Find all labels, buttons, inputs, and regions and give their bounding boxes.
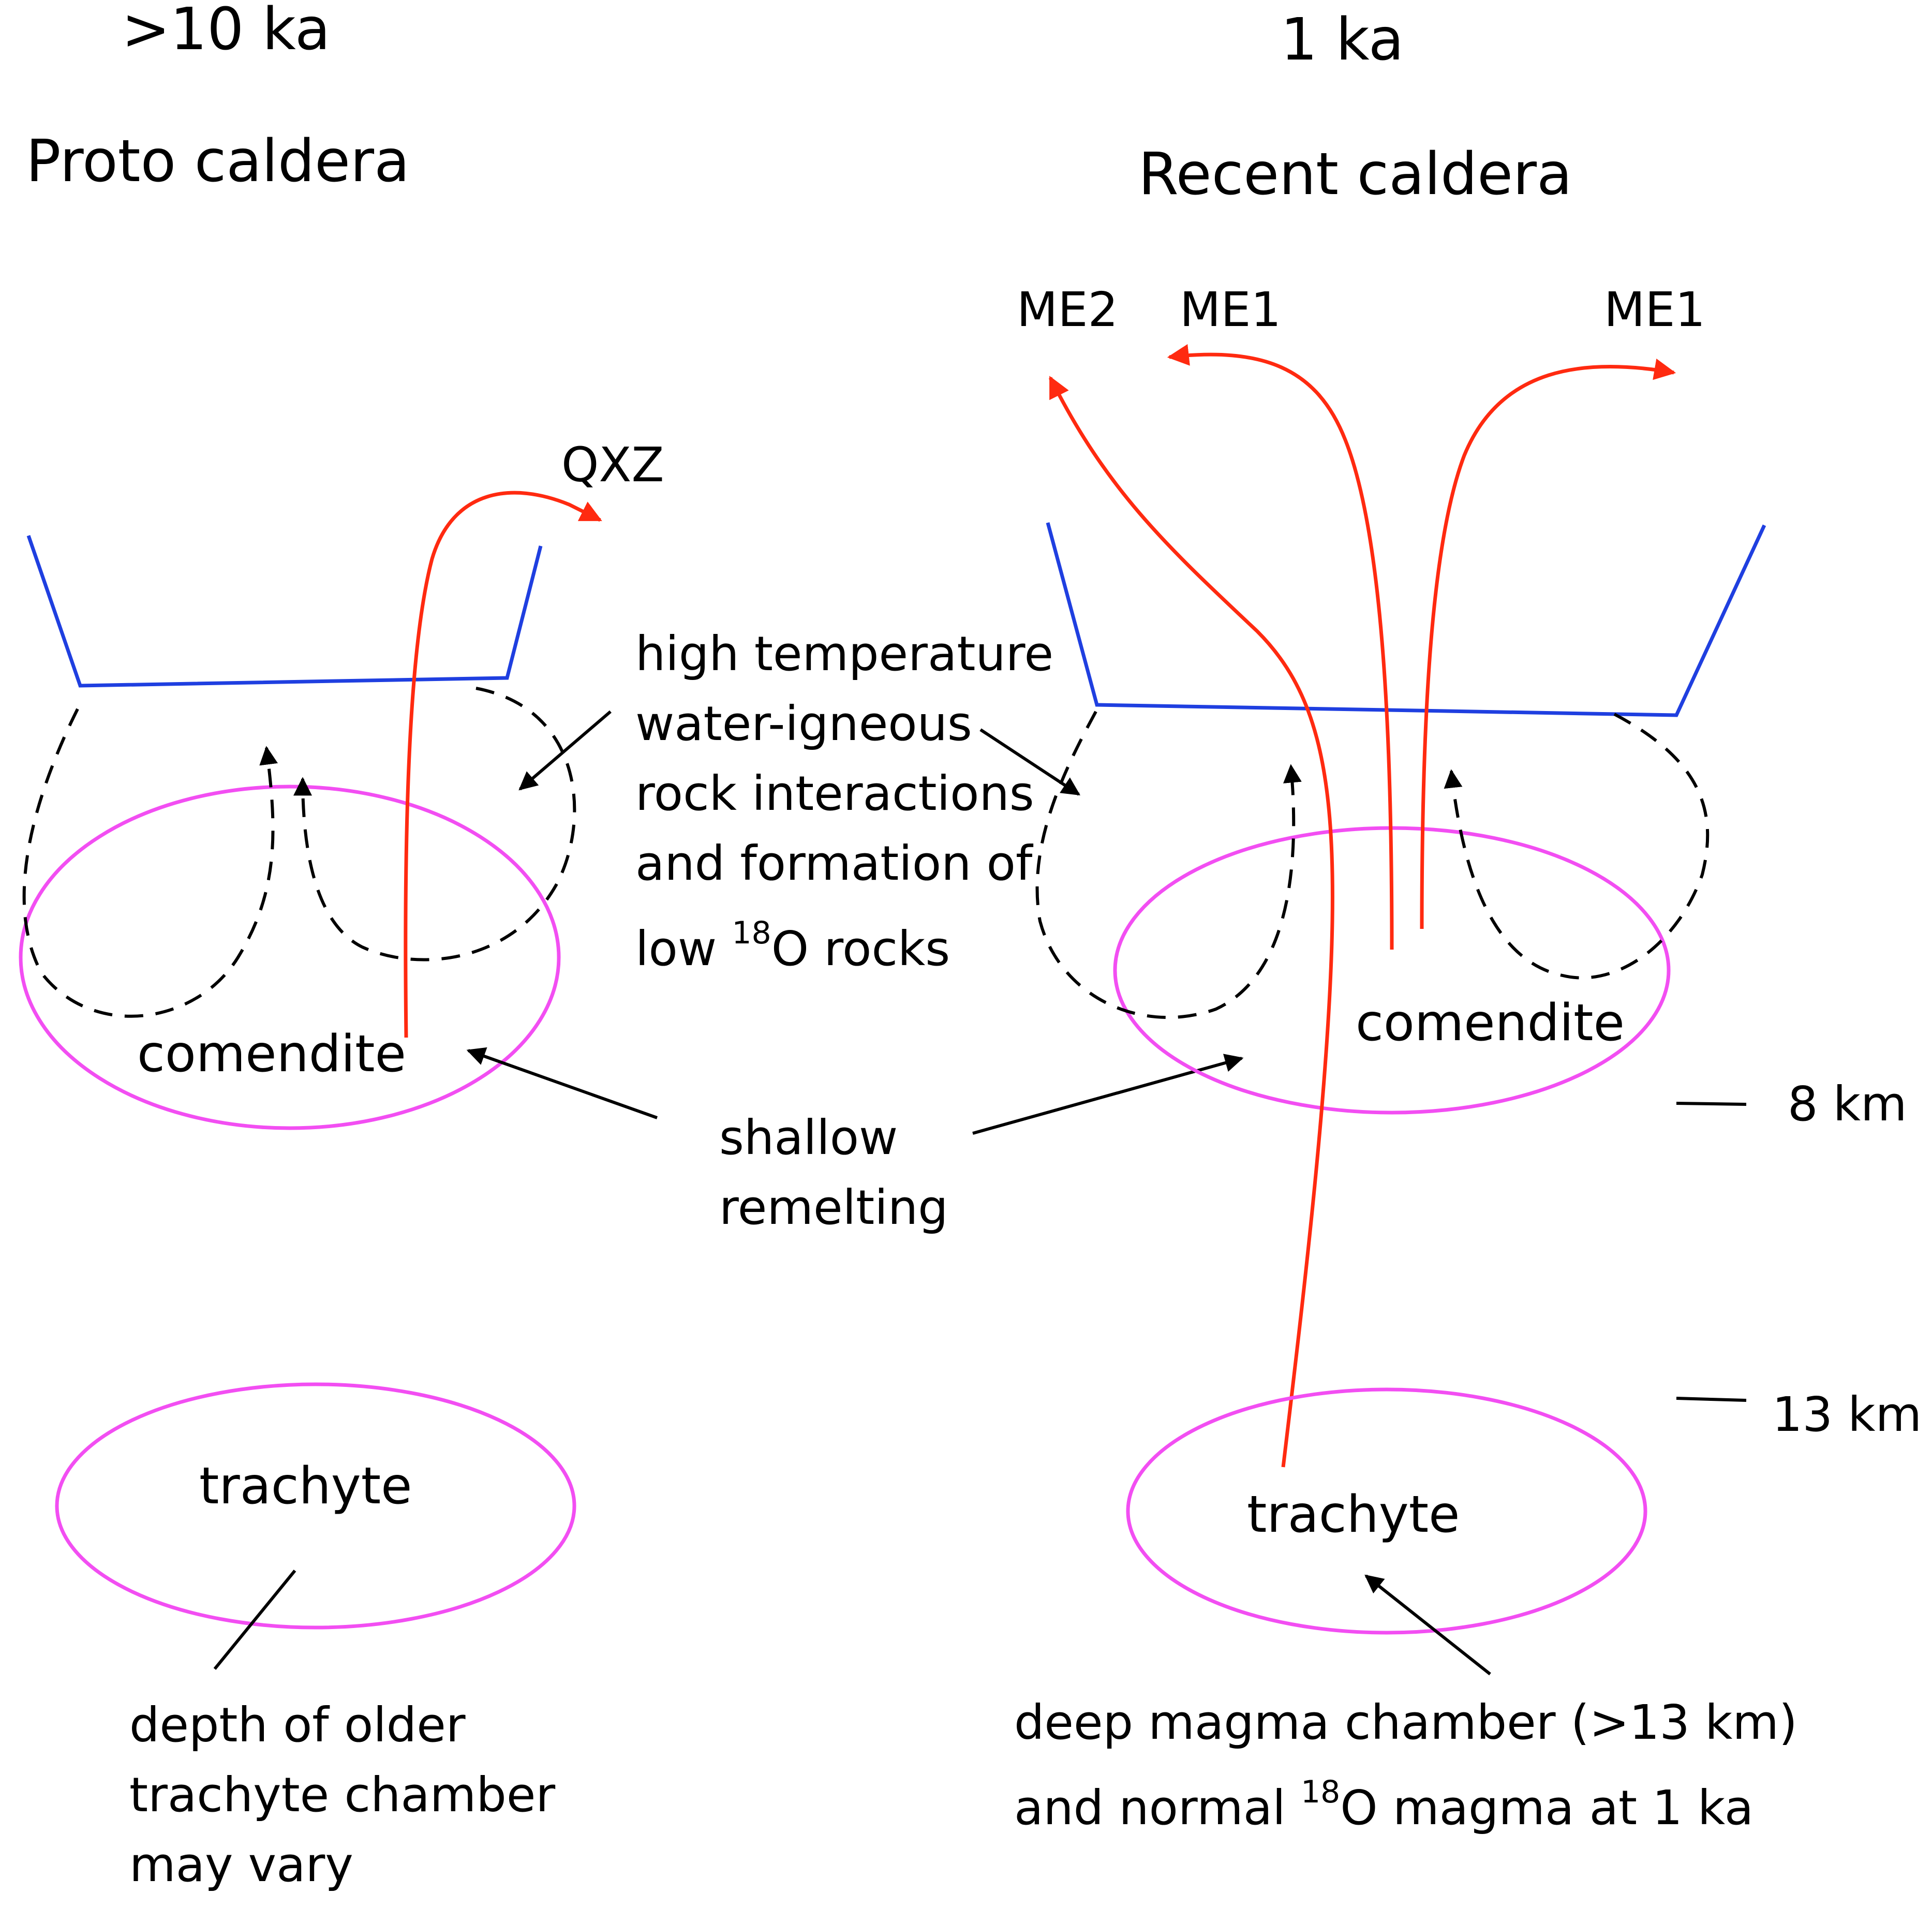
hydro-line-3: rock interactions: [635, 766, 1034, 821]
left-note-line-1: depth of older: [129, 1697, 466, 1753]
remelt-line-2: remelting: [719, 1180, 948, 1235]
hydro-line-5-suffix: O rocks: [771, 921, 950, 977]
hydro-line-1: high temperature: [635, 626, 1053, 682]
right-magma-path-me1-right: [1420, 358, 1676, 929]
right-age-label: 1 ka: [1281, 6, 1404, 73]
remelt-arrow-right: [972, 1054, 1244, 1135]
depth-label-8km: 8 km: [1788, 1076, 1907, 1132]
hydro-line-5-prefix: low: [635, 921, 732, 977]
right-caldera-floor: [1046, 522, 1766, 717]
left-depth-note: depth of older trachyte chamber may vary: [129, 1697, 571, 1892]
right-outlet-label-me2: ME2: [1017, 282, 1118, 337]
left-note-leader: [213, 1570, 296, 1670]
hydro-line-5: low 18O rocks: [635, 915, 950, 977]
left-caldera-floor: [26, 535, 543, 688]
left-age-label: >10 ka: [122, 0, 330, 63]
left-convection-loop-outer: [22, 708, 278, 1018]
right-magma-path-me1-left: [1167, 344, 1394, 950]
left-trachyte-chamber: [55, 1382, 576, 1630]
depth-label-13km: 13 km: [1772, 1387, 1922, 1442]
remelt-arrow-left: [466, 1047, 658, 1119]
right-trachyte-label: trachyte: [1247, 1485, 1460, 1544]
depth-tick-8km: [1676, 1102, 1747, 1106]
right-note-line-2: and normal 18O magma at 1 ka: [1014, 1774, 1753, 1836]
remelt-line-1: shallow: [719, 1110, 898, 1165]
hydro-arrow-left: [518, 710, 612, 791]
right-trachyte-chamber: [1126, 1387, 1647, 1635]
left-convection-loop-inner: [293, 687, 576, 962]
left-comendite-label: comendite: [137, 1025, 406, 1084]
right-note-line-1: deep magma chamber (>13 km): [1014, 1695, 1797, 1750]
left-trachyte-label: trachyte: [199, 1457, 412, 1516]
depth-tick-13km: [1676, 1397, 1747, 1402]
hydro-line-5-sup: 18: [732, 915, 771, 951]
right-note-line-2-prefix: and normal: [1014, 1780, 1301, 1836]
left-magma-path-qxz: [404, 491, 602, 1038]
left-comendite-chamber: [19, 785, 561, 1130]
remelting-annotation: shallow remelting: [719, 1110, 948, 1235]
right-panel-title: Recent caldera: [1138, 141, 1572, 208]
right-convection-loop-right: [1444, 713, 1710, 980]
left-outlet-label-qxz: QXZ: [561, 437, 664, 493]
right-magma-path-me2: [1048, 376, 1334, 1468]
hydro-line-2: water-igneous: [635, 696, 972, 751]
right-outlet-label-me1-left: ME1: [1180, 282, 1281, 337]
left-note-line-3: may vary: [129, 1837, 353, 1892]
left-note-line-2: trachyte chamber: [129, 1767, 555, 1823]
right-comendite-label: comendite: [1356, 994, 1625, 1053]
hydrothermal-annotation: high temperature water-igneous rock inte…: [635, 626, 1068, 891]
right-outlet-label-me1-right: ME1: [1604, 282, 1705, 337]
right-note-arrow: [1364, 1574, 1491, 1676]
right-note-line-2-suffix: O magma at 1 ka: [1340, 1780, 1753, 1836]
right-note-line-2-sup: 18: [1301, 1774, 1340, 1810]
left-panel-title: Proto caldera: [26, 128, 410, 195]
right-convection-loop-left: [1035, 711, 1302, 1019]
hydro-line-4: and formation of: [635, 836, 1034, 891]
